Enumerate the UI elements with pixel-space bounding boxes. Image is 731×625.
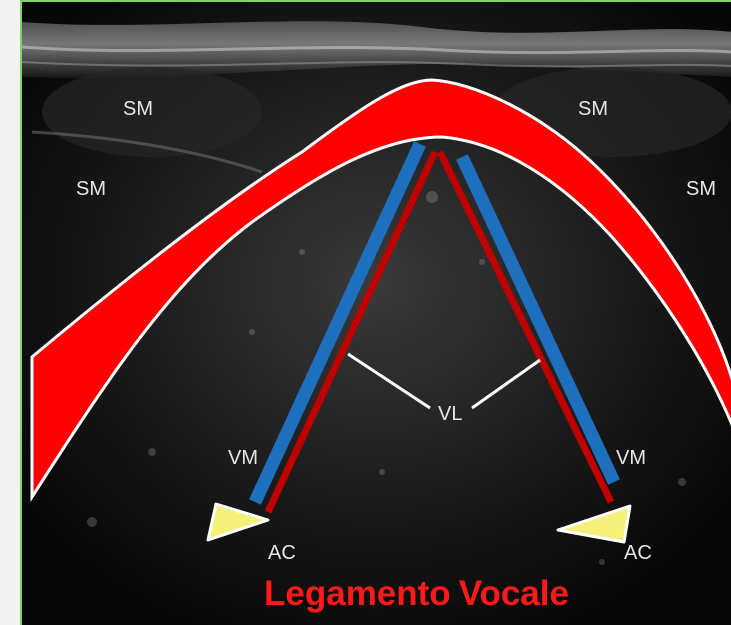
label-ac-right: AC [624, 542, 652, 564]
caption-word-2: Vocale [459, 574, 569, 613]
label-ac-left: AC [268, 542, 296, 564]
label-vl: VL [438, 403, 462, 425]
caption-word-1: Legamento [264, 574, 451, 613]
label-sm-right: SM [686, 178, 716, 200]
label-vm-right: VM [616, 447, 646, 469]
label-sm-top-left: SM [123, 98, 153, 120]
label-vm-left: VM [228, 447, 258, 469]
label-sm-top-right: SM [578, 98, 608, 120]
label-sm-left: SM [76, 178, 106, 200]
